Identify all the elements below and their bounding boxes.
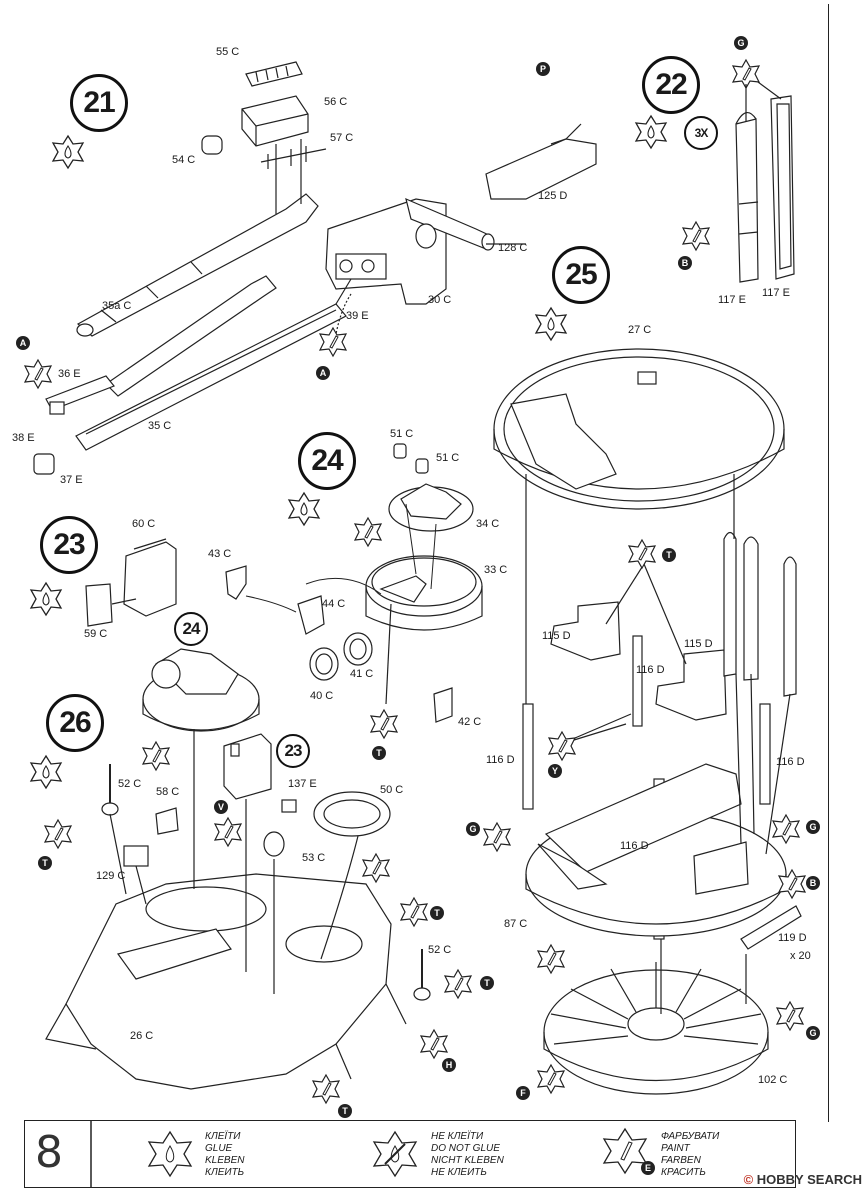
step-25-number: 25 — [552, 246, 610, 304]
part-label: 115 D — [542, 630, 571, 642]
color-badge: F — [516, 1086, 530, 1100]
color-badge: T — [372, 746, 386, 760]
step-22-number: 22 — [642, 56, 700, 114]
part-label: 30 C — [428, 294, 452, 306]
watermark-logo: © — [743, 1172, 754, 1187]
part-label: 116 D — [486, 754, 515, 766]
part-label: 38 E — [12, 432, 35, 444]
part-label: 102 C — [758, 1074, 788, 1086]
color-badge: T — [38, 856, 52, 870]
part-label: 39 E — [346, 310, 369, 322]
part-label: 33 C — [484, 564, 508, 576]
part-label: 52 C — [428, 944, 452, 956]
part-label: 41 C — [350, 668, 374, 680]
step-24-number: 24 — [298, 432, 356, 490]
part-label: 51 C — [436, 452, 460, 464]
part-label: 116 D — [776, 756, 805, 768]
part-label: 60 C — [132, 518, 156, 530]
part-label: 54 C — [172, 154, 196, 166]
color-badge: Y — [548, 764, 562, 778]
part-label: 117 E — [718, 294, 746, 306]
color-badge: V — [214, 800, 228, 814]
color-badge: T — [662, 548, 676, 562]
part-label: 116 D — [636, 664, 665, 676]
part-label: 125 D — [538, 190, 568, 202]
part-label: 115 D — [684, 638, 713, 650]
step-24-reference: 24 — [174, 612, 208, 646]
step-23-reference: 23 — [276, 734, 310, 768]
part-label: 57 C — [330, 132, 354, 144]
part-label: 44 C — [322, 598, 346, 610]
part-label: 55 C — [216, 46, 240, 58]
color-badge: B — [678, 256, 692, 270]
part-label: 117 E — [762, 287, 790, 299]
color-badge: T — [480, 976, 494, 990]
paint-color-badge: E — [641, 1161, 655, 1175]
part-label: 43 C — [208, 548, 232, 560]
part-label: 51 C — [390, 428, 414, 440]
part-label: 129 C — [96, 870, 126, 882]
part-label: 27 C — [628, 324, 652, 336]
part-label: 119 D — [778, 932, 807, 944]
part-label: 34 C — [476, 518, 500, 530]
color-badge: G — [806, 820, 820, 834]
no-glue-star-icon — [372, 1130, 418, 1178]
part-label: x 20 — [790, 950, 811, 962]
box-subassembly — [223, 733, 272, 800]
color-badge: T — [430, 906, 444, 920]
part-label: 56 C — [324, 96, 348, 108]
part-label: 116 D — [620, 840, 649, 852]
color-badge: G — [806, 1026, 820, 1040]
part-label: 35 C — [148, 420, 172, 432]
part-label: 50 C — [380, 784, 404, 796]
part-label: 35a C — [102, 300, 132, 312]
part-label: 58 C — [156, 786, 180, 798]
color-badge: T — [338, 1104, 352, 1118]
watermark: © HOBBY SEARCH — [744, 1172, 862, 1187]
step22-drawing — [635, 59, 795, 283]
part-label: 42 C — [458, 716, 482, 728]
part-label: 137 E — [288, 778, 317, 790]
step-21-number: 21 — [70, 74, 128, 132]
step21-drawing — [24, 61, 597, 475]
glue-star-icon — [147, 1130, 193, 1178]
assembly-drawings — [24, 59, 806, 1104]
part-label: 53 C — [302, 852, 326, 864]
step23-drawing — [30, 538, 177, 627]
watermark-text: HOBBY SEARCH — [756, 1172, 862, 1187]
color-badge: A — [16, 336, 30, 350]
step24-drawing — [225, 443, 483, 739]
step26-drawing — [30, 729, 472, 1104]
hatch-subassembly — [142, 648, 260, 732]
color-badge: G — [466, 822, 480, 836]
part-label: 37 E — [60, 474, 83, 486]
step-23-number: 23 — [40, 516, 98, 574]
step-22-multiplier: 3X — [684, 116, 718, 150]
color-badge: P — [536, 62, 550, 76]
instruction-sheet: 21 22 3X 25 24 23 24 26 23 55 C 56 C 54 … — [6, 4, 829, 1122]
part-label: 26 C — [130, 1030, 154, 1042]
paint-star-icon — [602, 1127, 648, 1175]
color-badge: A — [316, 366, 330, 380]
part-label: 87 C — [504, 918, 528, 930]
color-badge: B — [806, 876, 820, 890]
part-label: 36 E — [58, 368, 81, 380]
part-label: 52 C — [118, 778, 142, 790]
step25-drawing — [483, 307, 806, 1095]
step-26-number: 26 — [46, 694, 104, 752]
part-label: 59 C — [84, 628, 108, 640]
color-badge: H — [442, 1058, 456, 1072]
page-number: 8 — [35, 1127, 63, 1178]
color-badge: G — [734, 36, 748, 50]
part-label: 40 C — [310, 690, 334, 702]
part-label: 128 C — [498, 242, 528, 254]
